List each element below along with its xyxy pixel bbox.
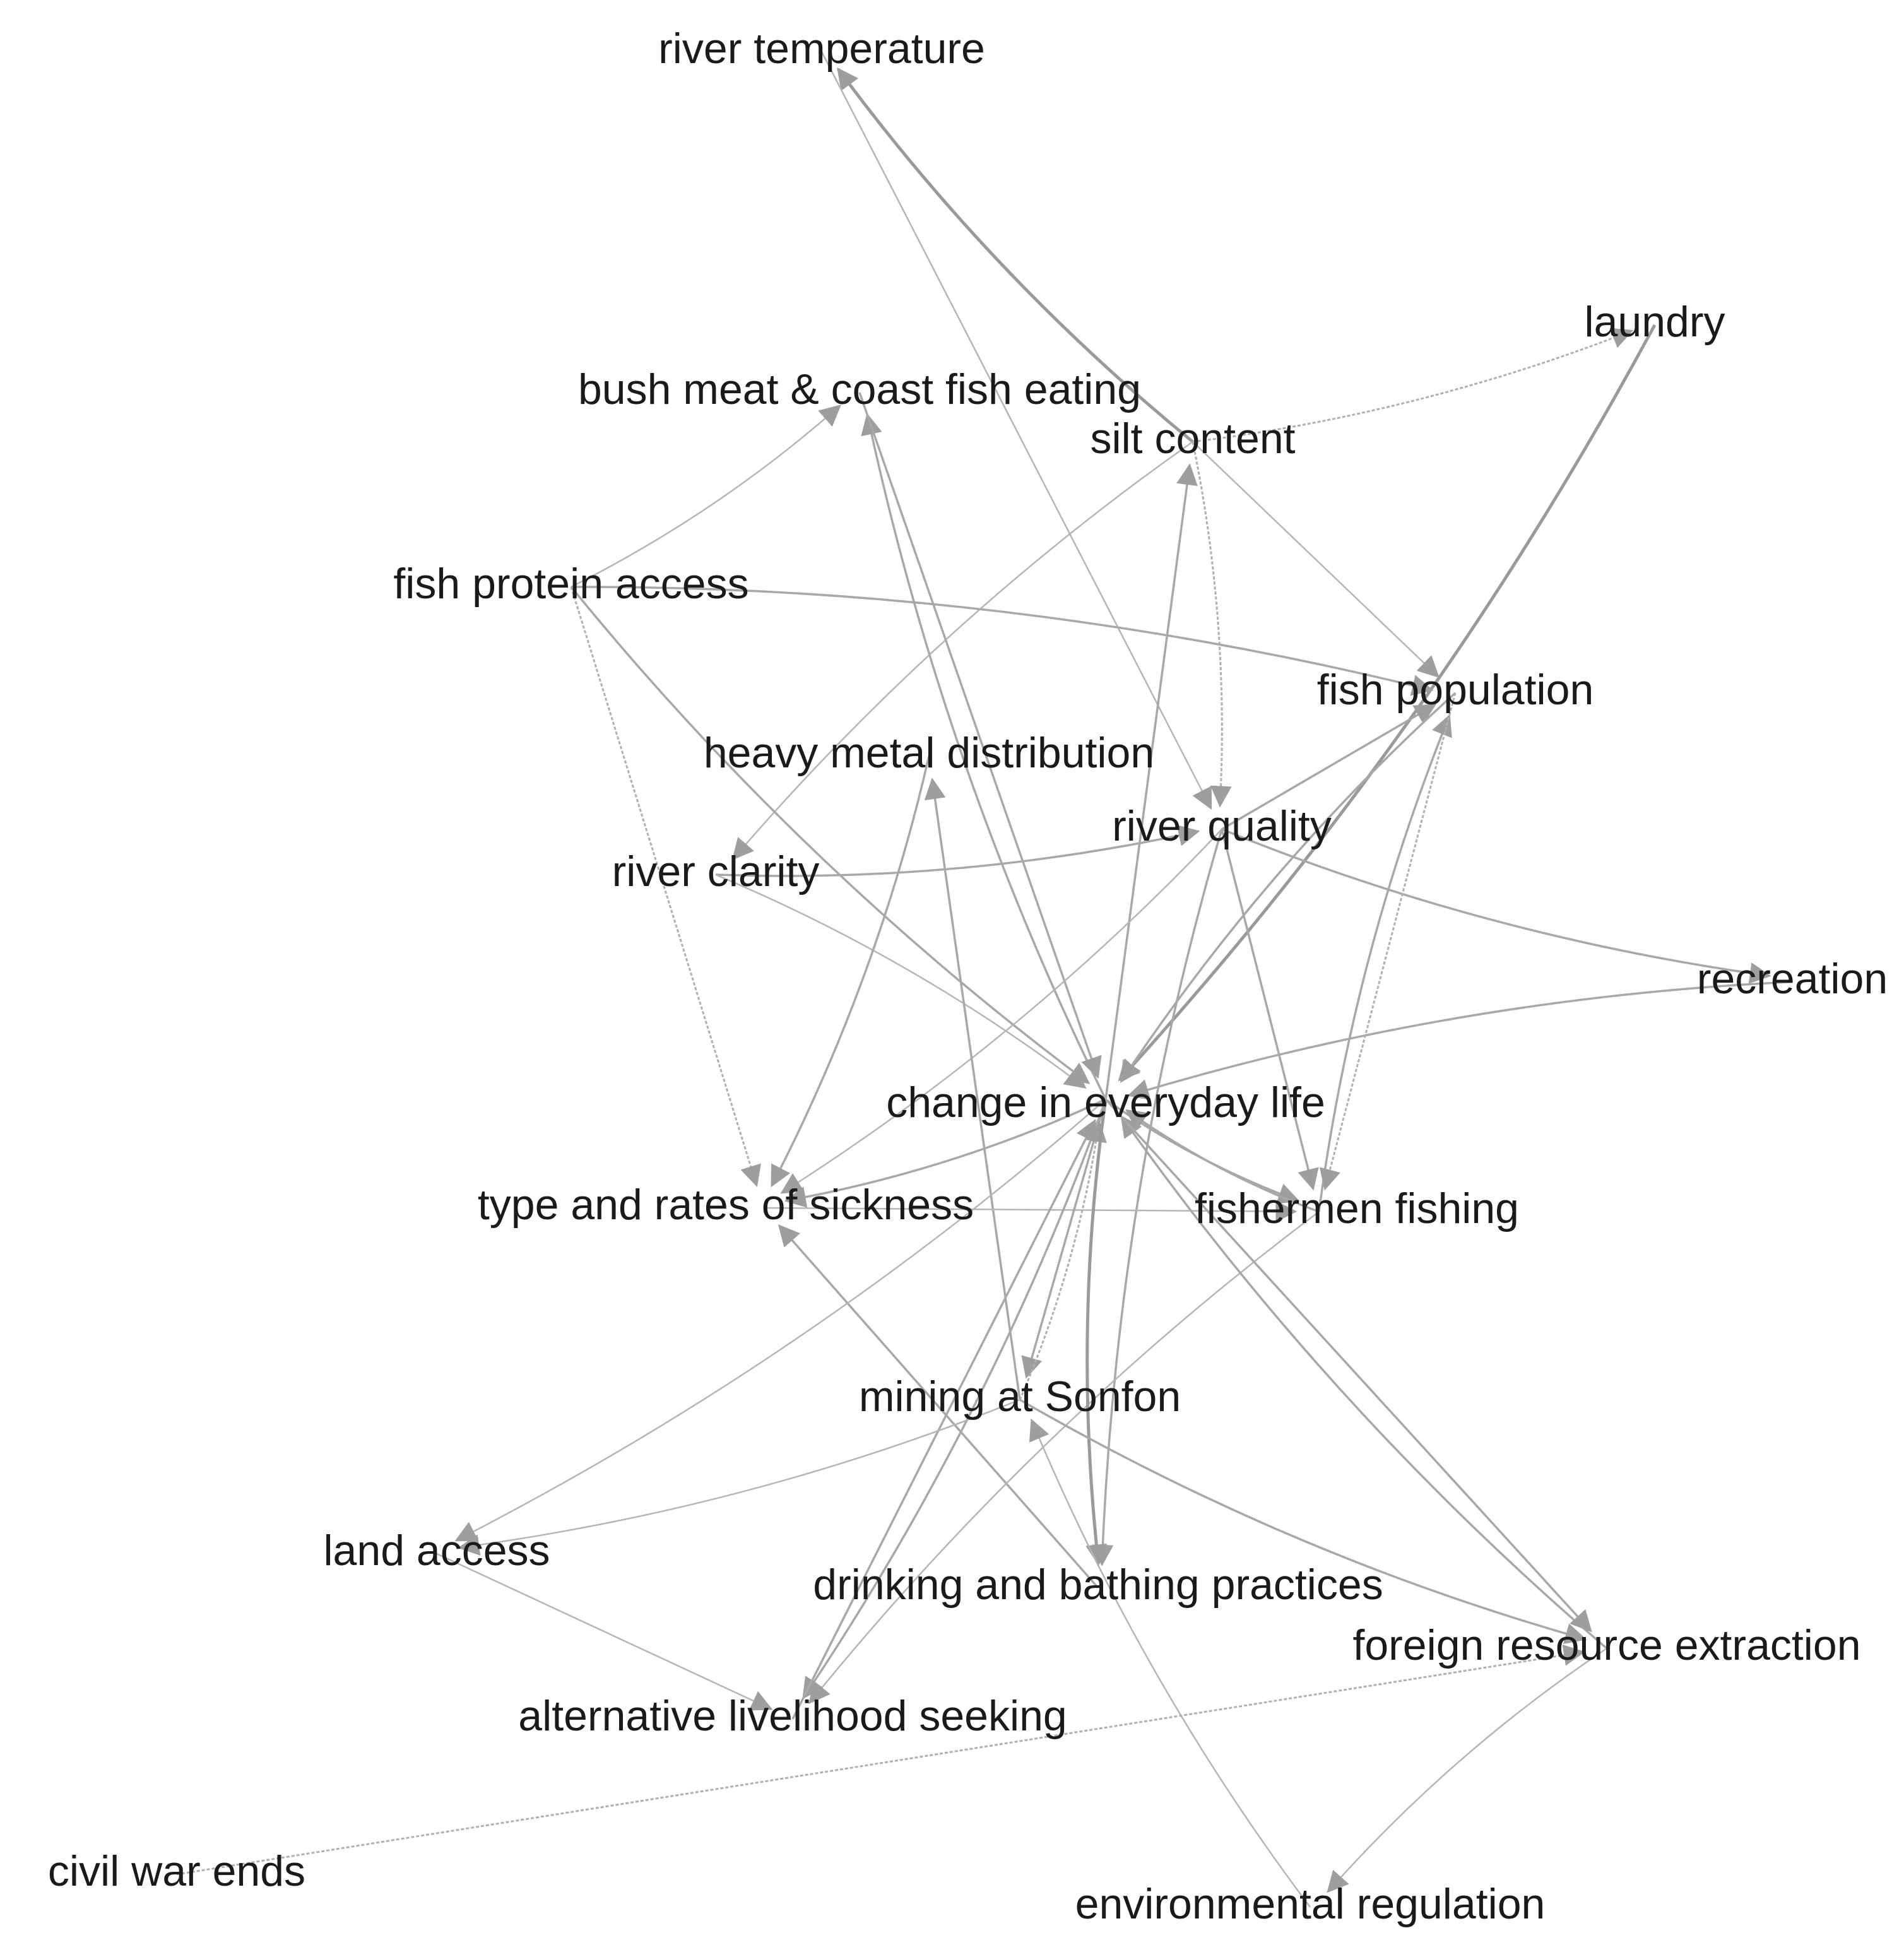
edge-river_quality-to-sickness (780, 829, 1222, 1194)
edge-civil_war-to-foreign_extraction (176, 1644, 1585, 1876)
edge-change_everyday-to-foreign_extraction (1104, 1098, 1592, 1633)
edge-silt_content-to-laundry (1192, 328, 1634, 443)
node-change-in-everyday-life: change in everyday life (886, 1079, 1325, 1126)
node-drinking-and-bathing-practices: drinking and bathing practices (813, 1561, 1383, 1609)
edge-mining-to-foreign_extraction (1019, 1398, 1587, 1645)
edge-fish_protein_access-to-change_everyday (570, 586, 1091, 1084)
edge-silt_content-to-river_temperature (837, 67, 1194, 443)
node-river-quality: river quality (1112, 802, 1332, 850)
node-river-clarity: river clarity (612, 848, 820, 896)
edge-mining-to-change_everyday (1019, 1120, 1107, 1400)
node-silt-content: silt content (1090, 415, 1295, 463)
edge-fish_protein_access-to-bush_meat (571, 404, 842, 588)
node-river-temperature: river temperature (658, 25, 985, 73)
node-recreation: recreation (1697, 955, 1888, 1003)
edge-river_quality-to-fishermen_fishing (1221, 829, 1319, 1191)
edges-layer (176, 51, 1793, 1908)
edge-change_everyday-to-silt_content (1104, 463, 1198, 1100)
edge-foreign_extraction-to-change_everyday (1120, 1115, 1608, 1650)
edge-fish_protein_access-to-fish_population (571, 586, 1434, 696)
edge-silt_content-to-river_quality (1191, 441, 1232, 808)
edge-silt_content-to-river_clarity (731, 440, 1193, 861)
node-type-and-rates-of-sickness: type and rates of sickness (478, 1181, 974, 1229)
edge-fishermen_fishing-to-alt_livelihood (808, 1211, 1320, 1705)
node-alternative-livelihood-seeking: alternative livelihood seeking (518, 1692, 1067, 1740)
edge-river_quality-to-drinking_bathing (1092, 829, 1223, 1566)
edge-river_clarity-to-river_quality (715, 825, 1200, 877)
edge-change_everyday-to-drinking_bathing (1085, 1099, 1108, 1566)
edge-river_temperature-to-river_quality (820, 51, 1212, 810)
node-land-access: land access (323, 1527, 550, 1575)
edge-fish_population-to-fishermen_fishing (1319, 692, 1457, 1191)
edge-fishermen_fishing-to-fish_population (1318, 714, 1452, 1212)
node-fishermen-fishing: fishermen fishing (1195, 1185, 1519, 1233)
node-fish-population: fish population (1317, 666, 1594, 714)
edge-foreign_extraction-to-env_regulation (1327, 1647, 1607, 1893)
node-environmental-regulation: environmental regulation (1075, 1880, 1546, 1928)
edge-recreation-to-change_everyday (1127, 981, 1793, 1101)
edge-change_everyday-to-sickness (784, 1098, 1106, 1208)
nodes-layer: river temperature laundry bush meat & co… (48, 25, 1888, 1928)
edge-river_quality-to-fish_population (1221, 704, 1437, 831)
node-fish-protein-access: fish protein access (393, 560, 748, 608)
edge-change_everyday-to-mining (1021, 1099, 1107, 1379)
node-foreign-resource-extraction: foreign resource extraction (1352, 1621, 1860, 1669)
edge-change_everyday-to-alt_livelihood (802, 1099, 1107, 1700)
edge-mining-to-land_access (458, 1398, 1020, 1556)
edge-change_everyday-to-bush_meat (861, 413, 1107, 1100)
edge-bush_meat-to-change_everyday (858, 392, 1102, 1079)
edge-silt_content-to-fish_population (1192, 441, 1440, 678)
node-bush-meat: bush meat & coast fish eating (578, 365, 1141, 413)
edge-fish_protein_access-to-sickness (570, 586, 761, 1187)
edge-river_quality-to-recreation (1221, 828, 1771, 984)
edge-sickness-to-fishermen_fishing (763, 1200, 1298, 1222)
edge-env_regulation-to-mining (1029, 1418, 1311, 1908)
edge-change_everyday-to-land_access (454, 1099, 1106, 1542)
edge-heavy_metal-to-sickness (771, 755, 930, 1188)
edge-alt_livelihood-to-change_everyday (791, 1118, 1096, 1720)
node-mining-at-sonfon: mining at Sonfon (859, 1373, 1181, 1421)
edge-river_clarity-to-change_everyday (715, 873, 1087, 1089)
edge-land_access-to-alt_livelihood (436, 1552, 773, 1711)
edge-fish_population-to-change_everyday (1120, 692, 1457, 1084)
edge-mining-to-heavy_metal (924, 777, 1021, 1400)
node-laundry: laundry (1584, 298, 1725, 346)
edge-drinking_bathing-to-sickness (778, 1224, 1099, 1589)
node-heavy-metal-distribution: heavy metal distribution (704, 729, 1154, 777)
node-civil-war-ends: civil war ends (48, 1847, 305, 1895)
